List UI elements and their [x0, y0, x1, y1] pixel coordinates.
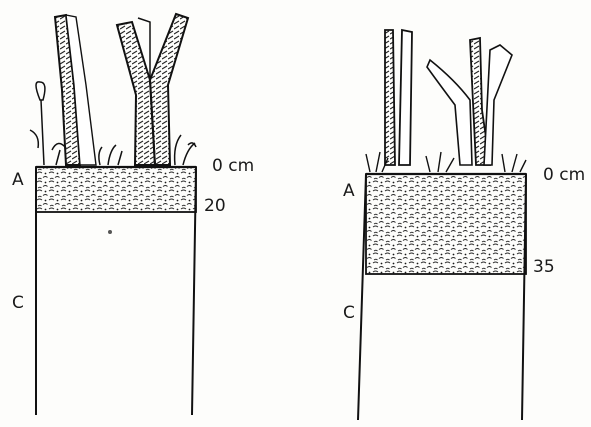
- horizon-c-label-left: C: [12, 295, 24, 312]
- horizon-c-label-right: C: [343, 305, 355, 322]
- profile-deep: [358, 30, 526, 420]
- tree-trunks-right: [385, 30, 512, 165]
- horizon-a-label-left: A: [12, 172, 24, 189]
- horizon-a-layer-right: [366, 174, 526, 274]
- ground-vegetation-left: [30, 82, 196, 165]
- horizon-a-layer-left: [36, 167, 196, 212]
- depth-top-label-right: 0 cm: [543, 167, 585, 184]
- depth-bottom-label-left: 20: [204, 198, 226, 215]
- profile-shallow: [30, 14, 196, 415]
- horizon-a-label-right: A: [343, 183, 355, 200]
- tree-trunks-left: [55, 14, 188, 165]
- depth-top-label-left: 0 cm: [212, 158, 254, 175]
- depth-bottom-label-right: 35: [533, 259, 555, 276]
